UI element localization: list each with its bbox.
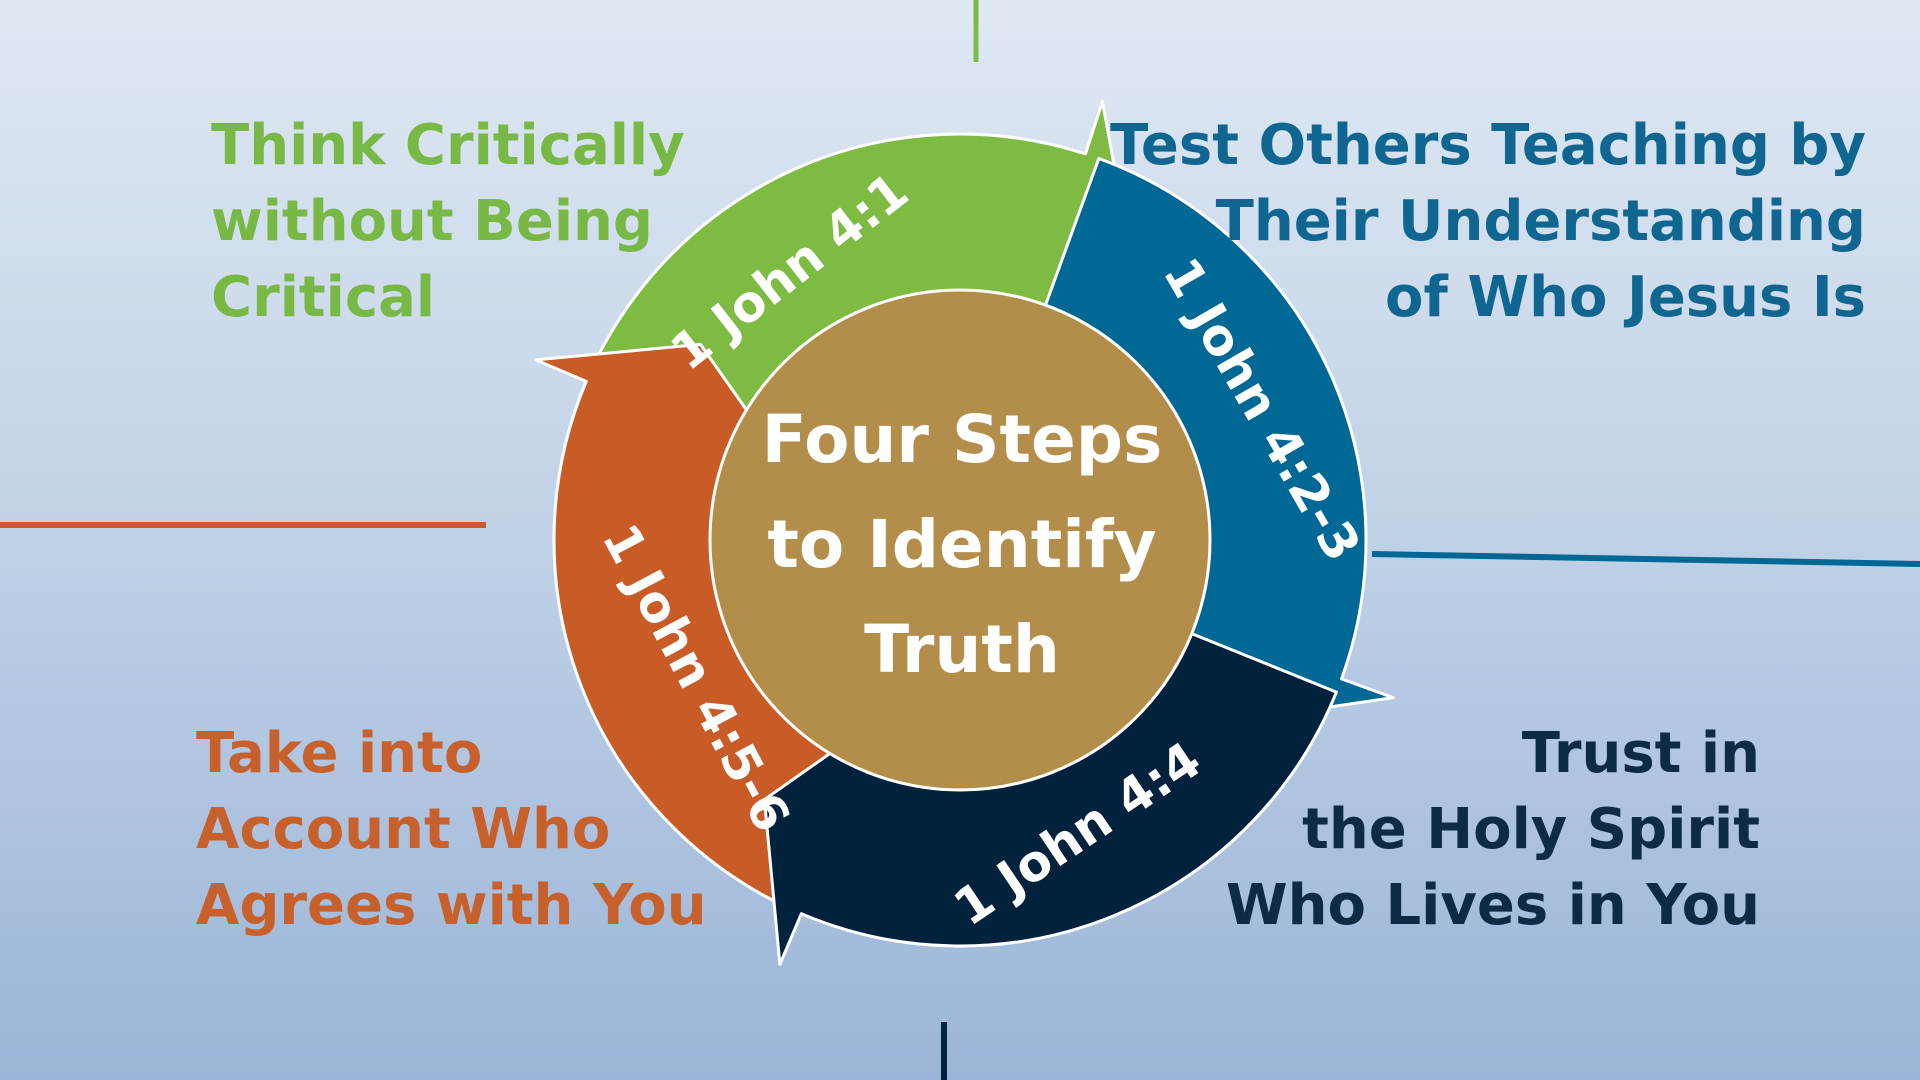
- step-1-description-line: Critical: [211, 265, 436, 330]
- step-2-description-line: Their Understanding: [1215, 189, 1866, 254]
- step-3-description-line: the Holy Spirit: [1302, 797, 1760, 862]
- arrow-ring: [534, 100, 1395, 966]
- step-4-description-line: Take into: [196, 721, 483, 786]
- step-2-description-line: of Who Jesus Is: [1385, 265, 1866, 330]
- step-4-description: Take into Account Who Agrees with You: [196, 716, 707, 944]
- step-4-description-line: Account Who: [196, 797, 611, 862]
- step-1-description-line: Think Critically: [211, 113, 685, 178]
- center-title-line-2: to Identify: [767, 506, 1156, 583]
- step-2-description-line: Test Others Teaching by: [1110, 113, 1866, 178]
- step-2-description: Test Others Teaching by Their Understand…: [1110, 108, 1866, 336]
- center-title-line-1: Four Steps: [762, 401, 1163, 478]
- center-title: Four Steps to Identify Truth: [762, 401, 1163, 688]
- step-1-description-line: without Being: [211, 189, 653, 254]
- step-4-description-line: Agrees with You: [196, 873, 707, 938]
- step-3-description-line: Trust in: [1521, 721, 1760, 786]
- center-title-line-3: Truth: [864, 611, 1060, 688]
- step-3-description-line: Who Lives in You: [1225, 873, 1760, 938]
- divider-line-right: [1371, 551, 1920, 567]
- center-disk: [708, 288, 1212, 792]
- step-3-description: Trust in the Holy Spirit Who Lives in Yo…: [1226, 716, 1760, 944]
- step-1-description: Think Critically without Being Critical: [211, 108, 685, 336]
